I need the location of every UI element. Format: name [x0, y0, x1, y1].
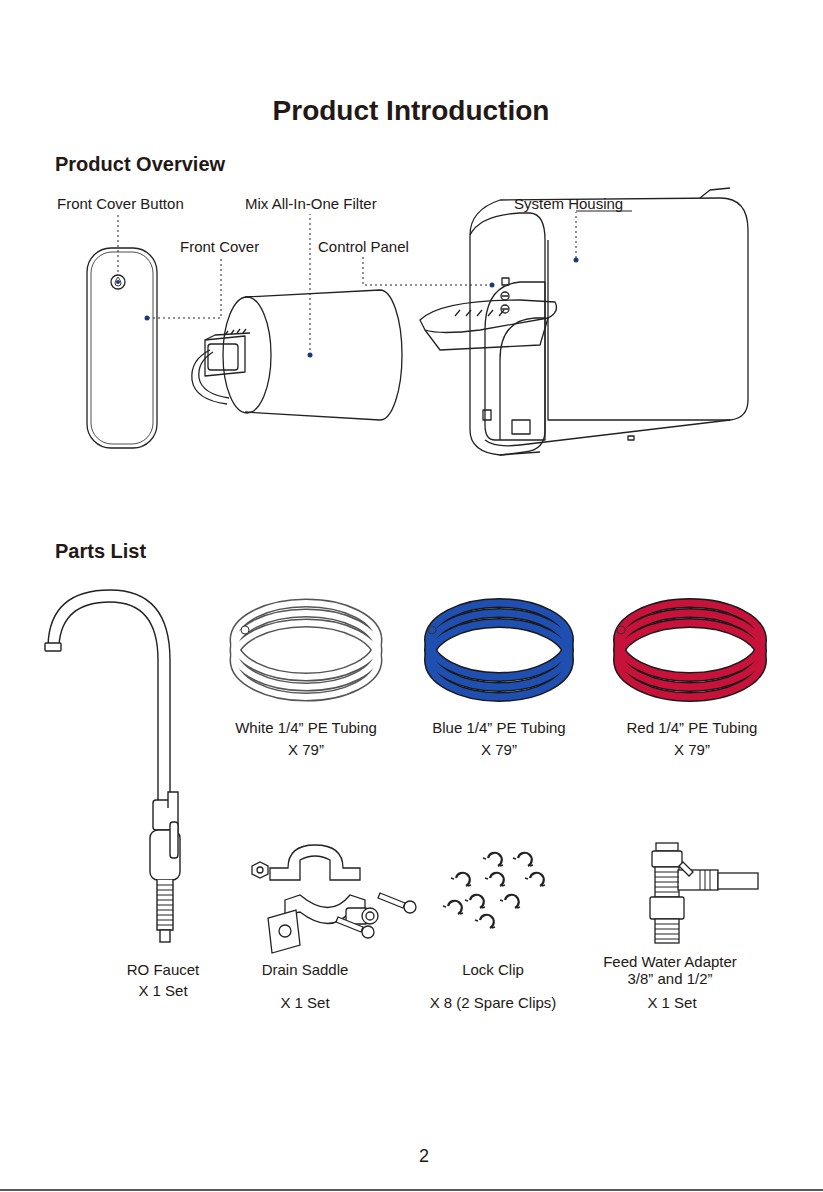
lock-clip: [443, 901, 463, 914]
quantity: X 8 (2 Spare Clips): [408, 995, 578, 1012]
part-name: Blue 1/4” PE Tubing: [409, 720, 589, 737]
part-name: System Housing: [514, 196, 623, 213]
quantity: X 1 Set: [255, 995, 355, 1012]
lock-clip: [500, 895, 520, 908]
lock-clip: [525, 873, 545, 886]
part-name: Front Cover: [180, 239, 259, 256]
quantity: X 79”: [266, 742, 346, 759]
part-name: Control Panel: [318, 239, 409, 256]
section-heading: Parts List: [55, 540, 146, 562]
part-name: Front Cover Button: [57, 196, 184, 213]
page-number: 2: [394, 1147, 454, 1167]
lock-clip: [485, 873, 505, 886]
lock-clip: [465, 895, 485, 908]
part-name: White 1/4” PE Tubing: [216, 720, 396, 737]
quantity: X 1 Set: [622, 995, 722, 1012]
page-title: Product Introduction: [161, 96, 661, 127]
lock-clip: [483, 853, 503, 866]
quantity: X 79”: [652, 742, 732, 759]
lock-clip: [513, 853, 533, 866]
part-name: Lock Clip: [433, 962, 553, 979]
lock-clip: [475, 915, 495, 928]
part-name: Red 1/4” PE Tubing: [602, 720, 782, 737]
part-name: Mix All-In-One Filter: [245, 196, 377, 213]
part-name: RO Faucet: [103, 962, 223, 979]
quantity: X 1 Set: [113, 983, 213, 1000]
section-heading: Product Overview: [55, 153, 225, 175]
quantity: X 79”: [459, 742, 539, 759]
part-name: Drain Saddle: [245, 962, 365, 979]
lock-clip: [451, 873, 471, 886]
part-name: Feed Water Adapter 3/8” and 1/2”: [589, 954, 751, 987]
